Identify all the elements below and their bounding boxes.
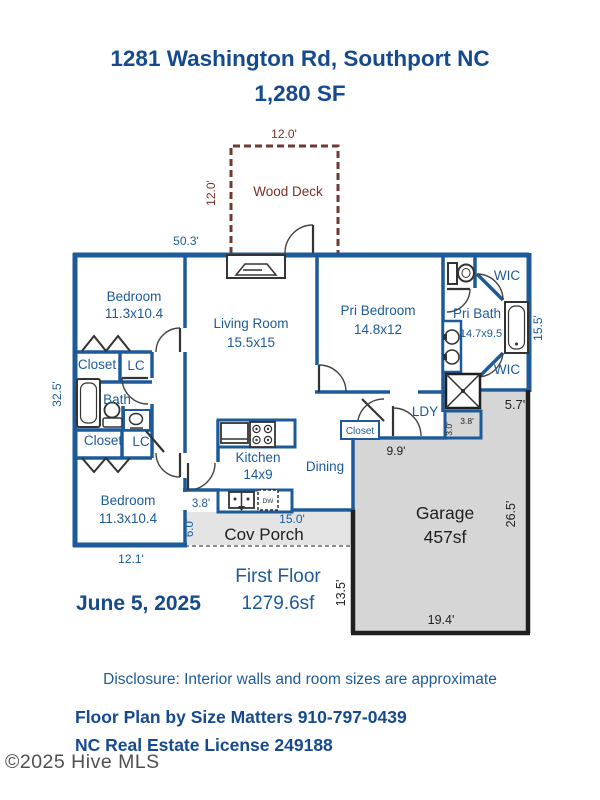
garage-walls — [350, 390, 531, 636]
lc-top-label: LC — [127, 358, 145, 373]
dim-left: 32.5' — [50, 381, 64, 407]
sink-icon — [102, 401, 123, 428]
bath-label: Bath — [103, 392, 131, 407]
dim-step-w: 3.8' — [460, 416, 474, 426]
wic-top-label: WIC — [494, 268, 520, 283]
bifold-door-icon — [81, 334, 131, 474]
dim-right: 15.5' — [531, 315, 545, 341]
pri-toilet-icon — [447, 262, 475, 285]
wood-deck-outline — [229, 144, 340, 254]
door-arcs — [121, 224, 504, 491]
total-area-line: 1,280 SF — [254, 81, 346, 106]
dishwasher-icon: DW — [257, 489, 279, 511]
pri-bathtub-icon — [504, 301, 529, 354]
dim-porch-w: 15.0' — [279, 512, 305, 526]
fireplace-icon — [226, 254, 286, 279]
living-room-size: 15.5x15 — [227, 335, 275, 350]
fridge-icon — [220, 422, 249, 444]
living-room-label: Living Room — [213, 316, 288, 331]
toilet-icon — [123, 409, 151, 431]
pri-bedroom-size: 14.8x12 — [354, 322, 402, 337]
dim-ldy: 9.9' — [387, 444, 406, 458]
bathtub-icon — [76, 378, 101, 428]
wic-bottom-label: WIC — [494, 362, 520, 377]
first-floor-block: First Floor 1279.6sf — [203, 563, 353, 617]
plan-date: June 5, 2025 — [76, 592, 201, 615]
first-floor-area: 1279.6sf — [241, 593, 315, 614]
dim-step-h: 3.0' — [444, 422, 454, 436]
garage-area — [353, 392, 527, 631]
kitchen-label: Kitchen — [235, 450, 280, 465]
pri-bedroom-label: Pri Bedroom — [340, 303, 415, 318]
shower-icon — [444, 372, 482, 410]
closet-mid-label: Closet — [84, 433, 123, 448]
mls-watermark: ©2025 Hive MLS — [5, 751, 160, 773]
address-line: 1281 Washington Rd, Southport NC — [110, 46, 490, 71]
bedroom-top-label: Bedroom — [107, 289, 162, 304]
interior-walls — [75, 255, 529, 547]
dim-porch-nook-w: 3.8' — [192, 498, 210, 510]
deck-dim-left: 12.0' — [204, 180, 218, 206]
dishwasher-label: DW — [263, 498, 275, 505]
exterior-walls — [72, 252, 532, 548]
dim-garage-left: 13.5' — [334, 580, 348, 607]
lc-mid-label: LC — [132, 434, 150, 449]
deck-dim-top: 12.0' — [271, 127, 297, 141]
kitchen-size: 14x9 — [243, 467, 272, 482]
porch-area — [185, 512, 353, 547]
door-leaves — [122, 225, 470, 490]
kitchen-sink-icon — [228, 491, 255, 511]
page-title: 1281 Washington Rd, Southport NC 1,280 S… — [0, 41, 600, 111]
ldy-label: LDY — [412, 404, 438, 419]
pri-bath-label: Pri Bath — [453, 306, 501, 321]
license-text: NC Real Estate License 249188 — [75, 735, 333, 755]
closet-top-label: Closet — [78, 357, 117, 372]
disclosure-text: Disclosure: Interior walls and room size… — [103, 671, 497, 688]
stove-icon — [249, 421, 276, 448]
dim-garage-bottom: 19.4' — [428, 613, 455, 627]
dim-garage-top: 5.7' — [505, 397, 526, 412]
bedroom-top-size: 11.3x10.4 — [105, 306, 164, 321]
double-vanity-icon — [441, 319, 463, 374]
wood-deck-label: Wood Deck — [253, 184, 323, 199]
pri-bath-size: 14.7x9.5 — [460, 328, 502, 340]
dim-top: 50.3' — [173, 234, 199, 248]
bedroom-bottom-label: Bedroom — [101, 493, 156, 508]
ldy-closet-box — [340, 420, 380, 440]
dim-bed2-bottom: 12.1' — [118, 552, 144, 566]
dim-garage-right: 26.5' — [504, 501, 518, 528]
garage-label: Garage — [416, 503, 474, 523]
garage-step — [443, 409, 483, 440]
garage-size: 457sf — [424, 527, 467, 547]
dim-porch-nook-h: 6.0' — [184, 519, 196, 537]
closet-ldy-label: Closet — [346, 426, 375, 437]
bedroom-bottom-size: 11.3x10.4 — [99, 511, 158, 526]
dining-label: Dining — [306, 459, 344, 474]
first-floor-label: First Floor — [235, 566, 321, 587]
credit-text: Floor Plan by Size Matters 910-797-0439 — [75, 707, 407, 727]
cov-porch-label: Cov Porch — [224, 525, 303, 544]
